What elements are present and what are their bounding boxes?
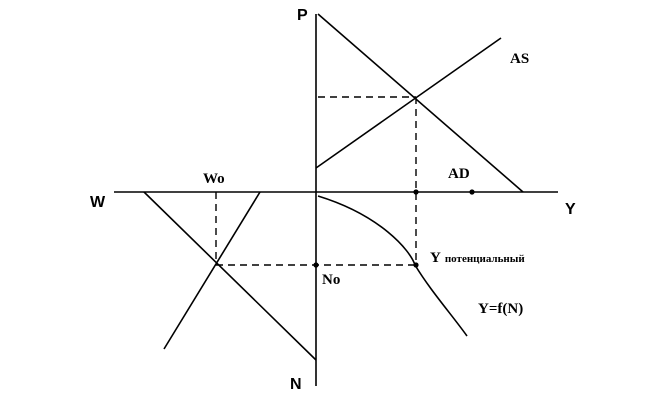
ad-axis-point [469,189,475,195]
production-equilibrium-point [413,262,419,268]
potential-output-axis-point [413,189,419,195]
p-axis-label: P [297,7,308,24]
potential-output-subscript: потенциальный [445,253,526,265]
potential-output-main: Y [430,250,441,266]
employment-label: No [322,272,340,288]
w-axis-label: W [90,194,106,211]
ad-curve [317,13,524,193]
as-curve-label: AS [510,51,529,67]
production-function-label: Y=f(N) [478,301,523,317]
production-function-curve [317,195,468,337]
n-axis-label: N [290,376,302,393]
wage-label: Wo [203,171,225,187]
ad-curve-label: AD [448,166,470,182]
y-axis-label: Y [565,201,576,218]
employment-point [313,262,319,268]
as-curve [315,37,502,169]
labor-demand-line [143,191,317,361]
labor-supply-line [163,191,261,350]
